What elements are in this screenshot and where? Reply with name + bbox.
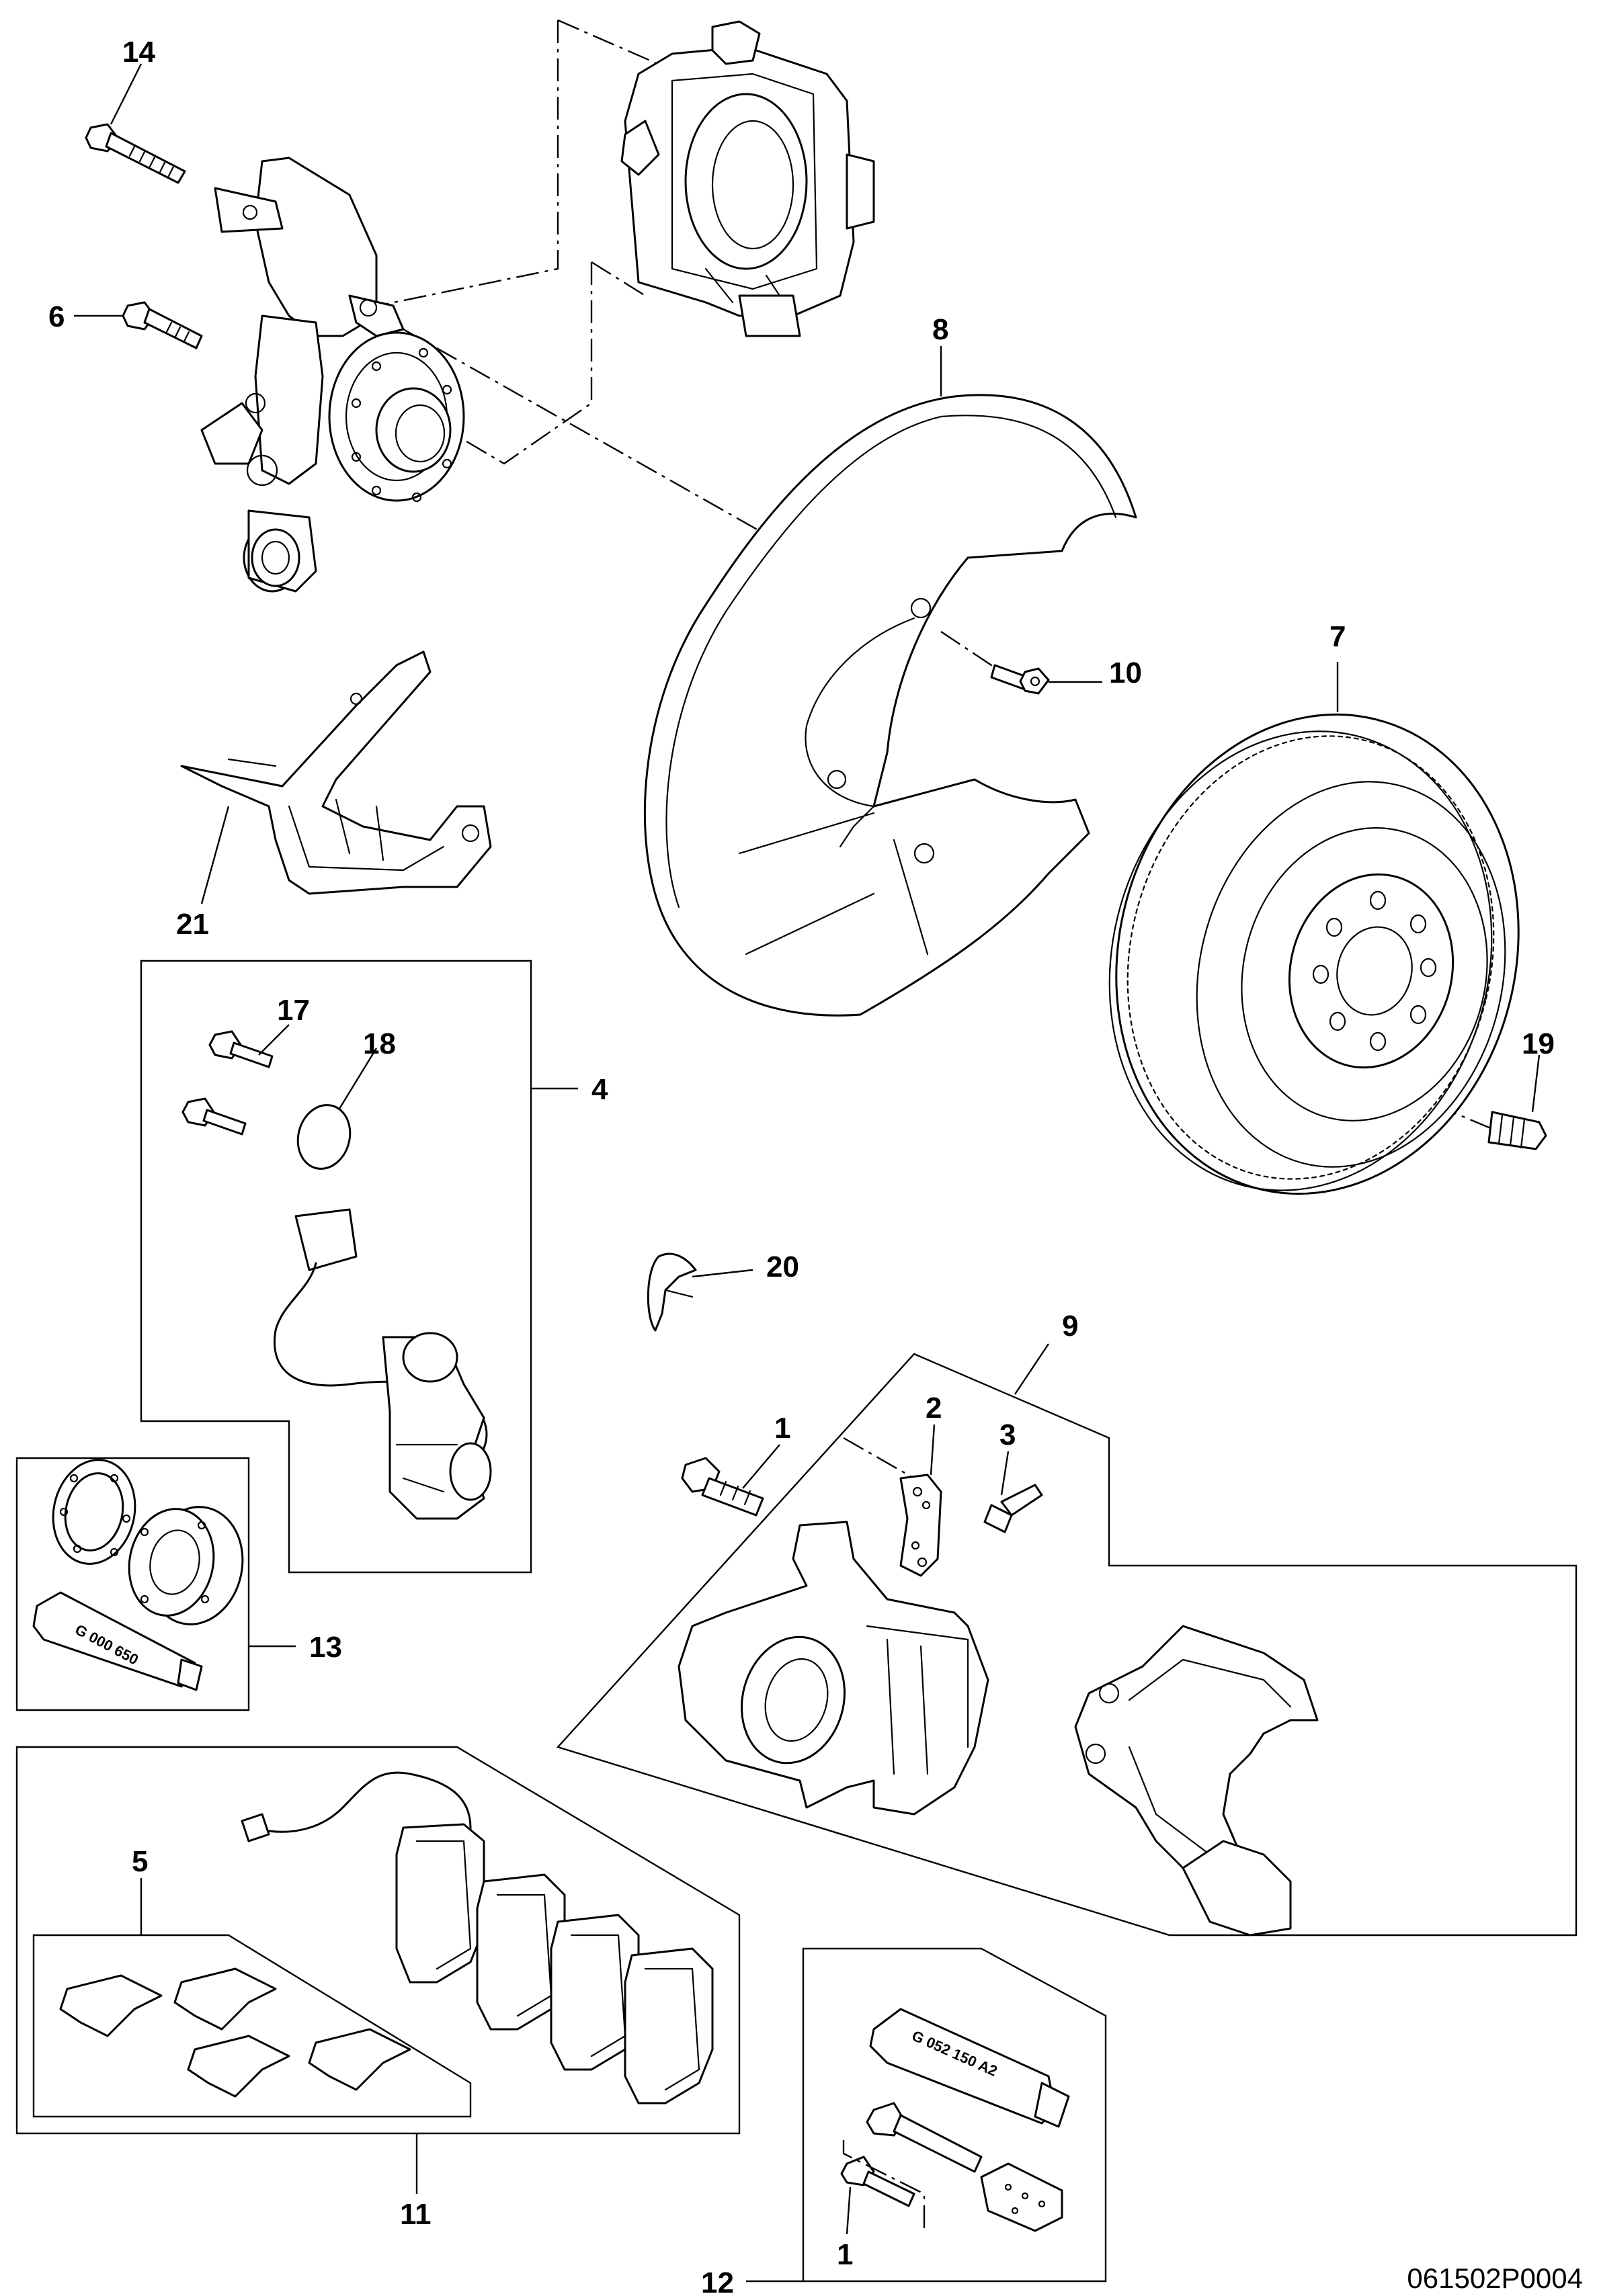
callout-6: 6 xyxy=(48,300,65,333)
bolt-19 xyxy=(1487,1111,1547,1150)
caliper-bolt-line xyxy=(843,1437,915,1480)
leader-lines xyxy=(74,63,1541,2283)
bolt-10 xyxy=(990,664,1050,695)
splash-shield xyxy=(643,394,1137,1017)
callout-20: 20 xyxy=(766,1250,799,1283)
callout-3: 3 xyxy=(999,1418,1016,1451)
callout-1-kit: 1 xyxy=(837,2238,853,2271)
brake-carrier-top xyxy=(620,20,875,337)
callout-10: 10 xyxy=(1109,656,1142,689)
kit-box-12: G 052 150 A2 xyxy=(802,1947,1107,2283)
callout-5: 5 xyxy=(132,1845,148,1878)
kit-box-4 xyxy=(140,960,532,1574)
callout-7: 7 xyxy=(1329,620,1346,653)
steering-knuckle xyxy=(200,157,465,593)
callout-9: 9 xyxy=(1062,1310,1078,1343)
callout-11: 11 xyxy=(400,2198,432,2231)
callout-18: 18 xyxy=(363,1027,396,1060)
callout-21: 21 xyxy=(176,908,209,941)
bolt-6 xyxy=(122,301,203,349)
callout-8: 8 xyxy=(932,313,948,346)
bolt-14 xyxy=(85,123,186,184)
callout-12: 12 xyxy=(701,2266,734,2296)
callout-14: 14 xyxy=(122,36,155,69)
callout-13: 13 xyxy=(309,1631,342,1664)
callout-1-caliper: 1 xyxy=(774,1412,790,1445)
callout-4: 4 xyxy=(591,1073,608,1106)
callout-17: 17 xyxy=(277,994,310,1027)
callout-numbers: 14 6 8 7 10 21 17 18 4 19 20 9 1 2 3 13 … xyxy=(48,36,1555,2296)
kit-box-11 xyxy=(15,1746,741,2135)
kit-box-13: G 000 650 xyxy=(15,1457,250,1711)
callout-19: 19 xyxy=(1522,1027,1555,1060)
figure-number: 061502P0004 xyxy=(1407,2262,1583,2294)
kit-box-9 xyxy=(556,1353,1578,1937)
clip-20 xyxy=(647,1252,697,1332)
callout-2: 2 xyxy=(926,1392,942,1425)
brake-disc xyxy=(1108,713,1520,1195)
bracket-21 xyxy=(180,650,492,895)
